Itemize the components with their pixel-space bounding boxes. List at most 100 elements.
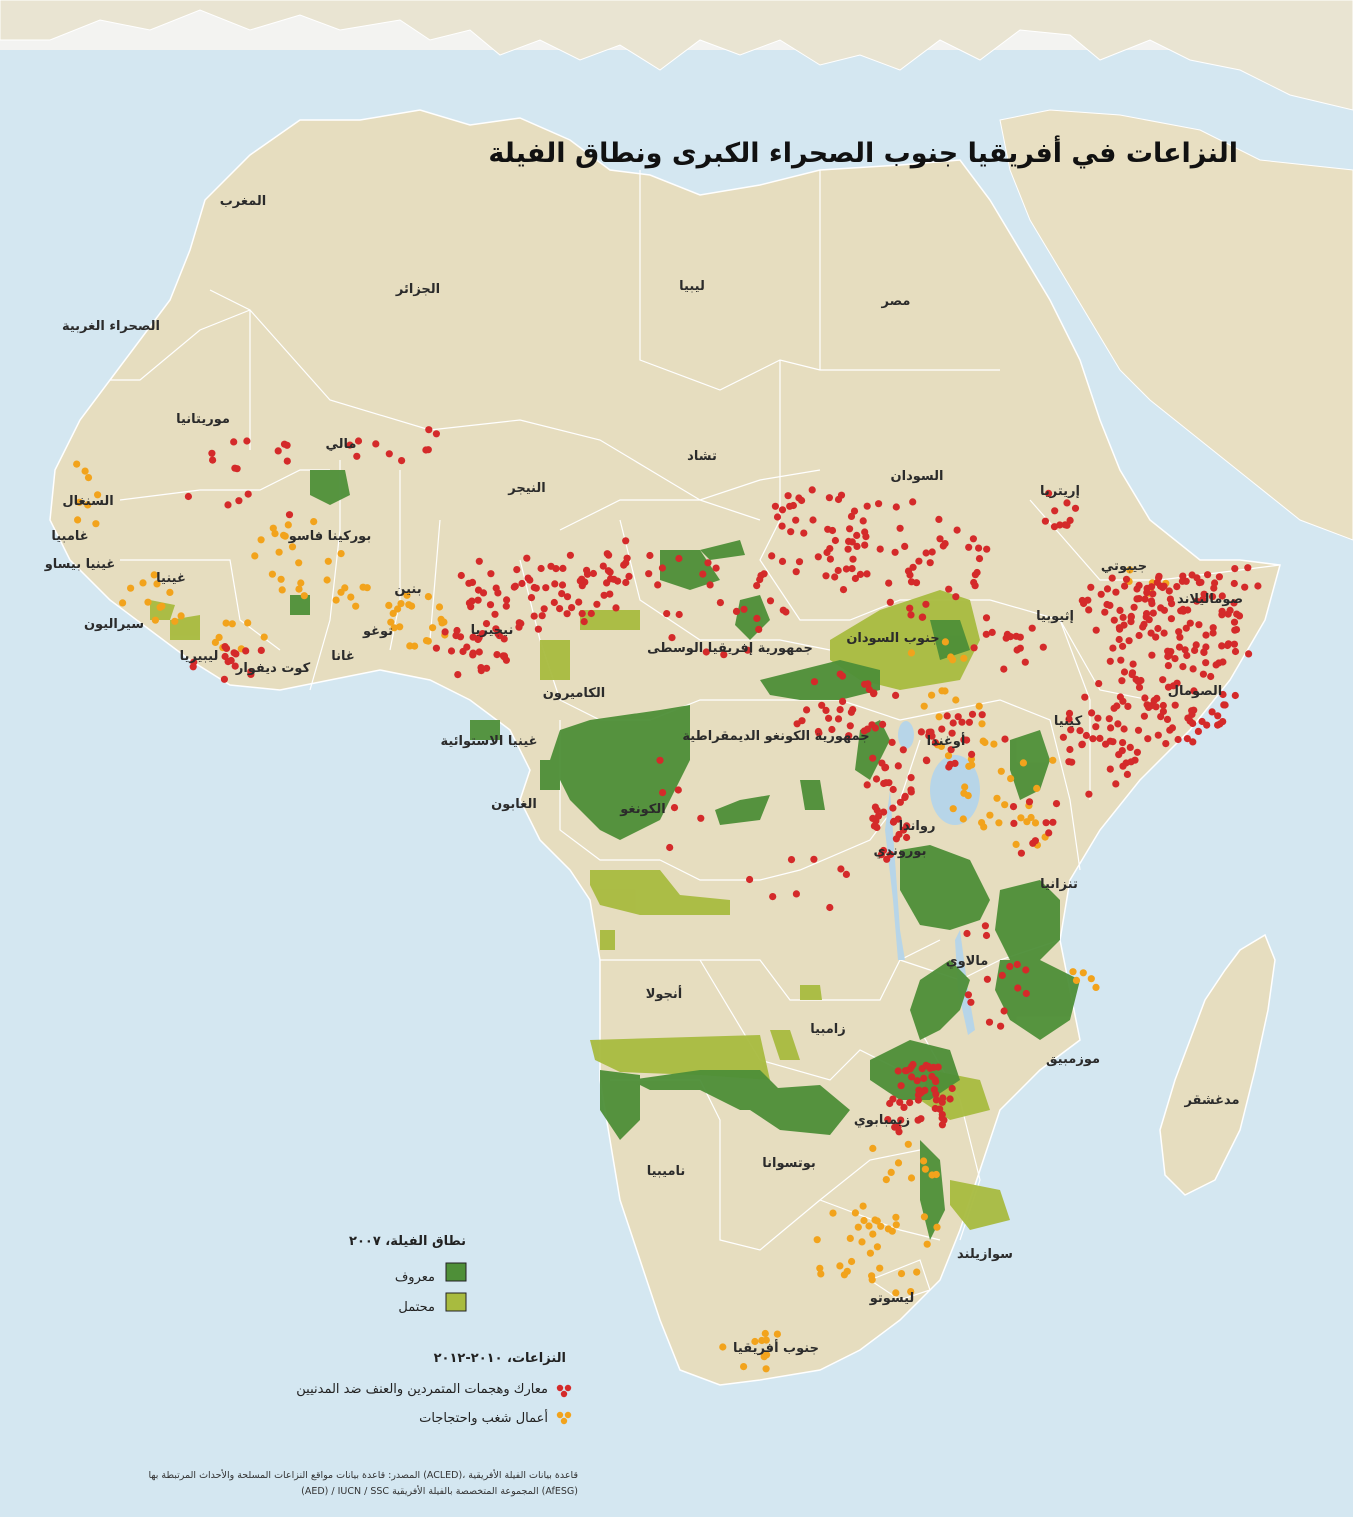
battle-dot-288 — [922, 600, 930, 608]
battle-dot-443 — [500, 635, 508, 643]
battle-dot-265 — [901, 542, 909, 551]
battle-dot-382 — [559, 564, 567, 573]
battle-dot-126 — [1174, 735, 1182, 744]
riot-dot-20 — [816, 1264, 824, 1272]
battle-dot-599 — [1016, 644, 1024, 652]
battle-dot-152 — [1148, 600, 1156, 608]
battle-dot-189 — [1107, 724, 1115, 732]
country-label-mozambique: موزمبيق — [1046, 1052, 1100, 1067]
battle-dot-120 — [1224, 610, 1232, 618]
battle-dot-18 — [1129, 660, 1137, 668]
country-label-liberia: ليبيريا — [180, 649, 219, 664]
battle-dot-371 — [580, 618, 588, 626]
battle-dot-273 — [842, 565, 851, 573]
riot-dot-23 — [869, 1230, 877, 1238]
battle-dot-689 — [1204, 571, 1212, 579]
battle-dot-70 — [1154, 731, 1162, 739]
riot-dot-103 — [1049, 756, 1057, 764]
battle-dot-296 — [809, 516, 817, 524]
riot-dot-81 — [156, 603, 164, 611]
battle-dot-317 — [771, 502, 780, 510]
battle-dot-30 — [1199, 595, 1207, 604]
battle-dot-185 — [1119, 739, 1127, 747]
battle-dot-280 — [965, 543, 973, 551]
battle-dot-681 — [620, 561, 628, 569]
riot-dot-60 — [257, 536, 265, 544]
battle-dot-111 — [1143, 589, 1151, 597]
battle-dot-653 — [997, 1022, 1005, 1030]
battle-dot-13 — [1207, 672, 1215, 681]
riot-dot-98 — [961, 783, 969, 791]
battle-dot-353 — [474, 596, 482, 604]
riot-dot-176 — [932, 1170, 940, 1179]
battle-dot-117 — [1155, 572, 1163, 580]
battle-dot-666 — [787, 856, 796, 864]
battle-dot-649 — [967, 998, 975, 1006]
battle-dot-386 — [510, 583, 518, 591]
battle-dot-36 — [1173, 679, 1181, 687]
riot-dot-186 — [907, 649, 916, 657]
battle-dot-578 — [803, 706, 811, 714]
battle-dot-214 — [1085, 790, 1093, 798]
battle-dot-417 — [432, 644, 440, 652]
riot-dot-146 — [244, 619, 252, 627]
battle-dot-329 — [744, 646, 752, 654]
battle-dot-350 — [622, 578, 630, 587]
battle-dot-559 — [948, 729, 956, 737]
battle-dot-176 — [1116, 625, 1124, 633]
battle-dot-295 — [789, 501, 798, 510]
battle-dot-359 — [551, 580, 559, 588]
battle-dot-615 — [208, 449, 216, 457]
battle-dot-133 — [1191, 646, 1199, 655]
battle-dot-27 — [1124, 702, 1132, 711]
battle-dot-327 — [760, 570, 768, 578]
battle-dot-227 — [1041, 517, 1049, 525]
battle-dot-307 — [778, 506, 787, 514]
riot-dot-3 — [907, 1288, 915, 1296]
battle-dot-361 — [566, 551, 575, 559]
battle-dot-100 — [1164, 683, 1173, 691]
battle-dot-420 — [447, 647, 456, 655]
riot-dot-178 — [1027, 813, 1035, 822]
country-label-burkina-faso: بوركينا فاسو — [288, 529, 371, 544]
battle-dot-459 — [863, 781, 871, 789]
battle-dot-614 — [274, 447, 282, 455]
battle-dot-225 — [1050, 523, 1059, 531]
country-label-burundi: بوروندي — [874, 844, 927, 859]
riot-dot-99 — [981, 738, 989, 747]
battle-dot-380 — [568, 604, 576, 612]
country-label-gabon: الغابون — [491, 797, 537, 812]
battle-dot-551 — [954, 713, 962, 721]
riot-dot-143 — [337, 588, 345, 596]
battle-dot-318 — [814, 553, 822, 561]
battle-dot-302 — [787, 528, 795, 536]
country-label-morocco: المغرب — [220, 194, 267, 209]
battle-dot-693 — [1218, 592, 1226, 600]
battle-dot-455 — [886, 850, 895, 859]
legend-range-title: نطاق الفيلة، ٢٠٠٧ — [349, 1234, 466, 1249]
country-label-djibouti: جيبوتي — [1101, 559, 1147, 574]
battle-dot-98 — [1171, 701, 1179, 709]
riot-dot-154 — [74, 516, 82, 524]
battle-dot-616 — [233, 465, 241, 473]
battle-dot-446 — [869, 814, 877, 823]
battle-dot-533 — [903, 1067, 911, 1075]
battle-dot-637 — [190, 658, 198, 666]
battle-dot-529 — [929, 1063, 938, 1071]
riot-dot-121 — [941, 687, 949, 695]
riot-dot-74 — [251, 552, 259, 560]
battle-dot-238 — [822, 572, 830, 580]
battle-dot-2 — [1194, 727, 1202, 736]
country-label-car: جمهورية إفريقيا الوسطى — [647, 641, 813, 656]
battle-dot-394 — [538, 612, 546, 620]
riot-dot-42 — [435, 603, 444, 611]
battle-dot-137 — [1184, 606, 1192, 614]
battle-dot-554 — [951, 759, 959, 768]
riot-dot-35 — [389, 609, 397, 618]
riot-dot-4 — [859, 1202, 867, 1210]
battle-dot-580 — [849, 706, 857, 714]
riot-dot-160 — [94, 491, 102, 499]
battle-dot-219 — [1076, 727, 1084, 735]
battle-dot-249 — [912, 579, 921, 587]
battle-dot-695 — [1231, 565, 1239, 573]
